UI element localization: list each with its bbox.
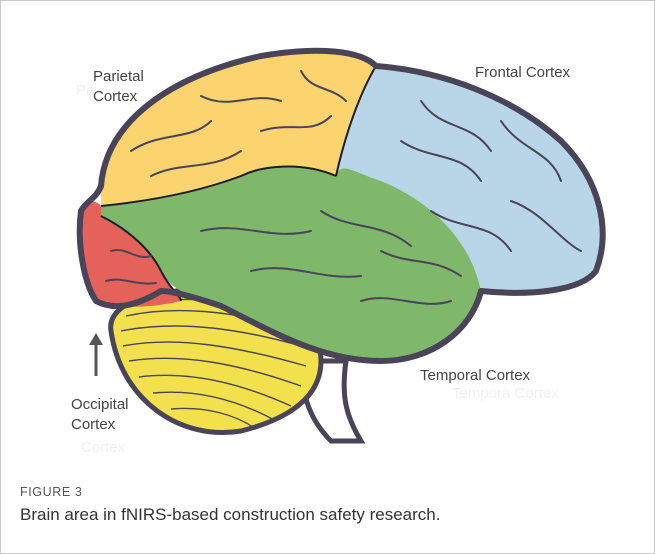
parietal-label-line1: Parietal (93, 67, 144, 87)
parietal-label-line2: Cortex (93, 87, 137, 107)
occipital-arrow-head (89, 333, 103, 345)
ghost-text-temporal: Tempora Cortex (452, 384, 559, 404)
ghost-text-occipital: Cortex (81, 438, 125, 458)
figure-number: FIGURE 3 (20, 485, 82, 499)
ghost-text-parietal: Pa (76, 81, 94, 101)
occipital-label-line1: Occipital (71, 395, 129, 415)
frontal-label: Frontal Cortex (475, 63, 570, 83)
occipital-label-line2: Cortex (71, 415, 115, 435)
figure-caption: Brain area in fNIRS-based construction s… (20, 505, 440, 525)
brain-diagram: Pa Parietal Cortex Frontal Cortex Tempor… (1, 1, 654, 466)
temporal-label: Temporal Cortex (420, 366, 530, 386)
